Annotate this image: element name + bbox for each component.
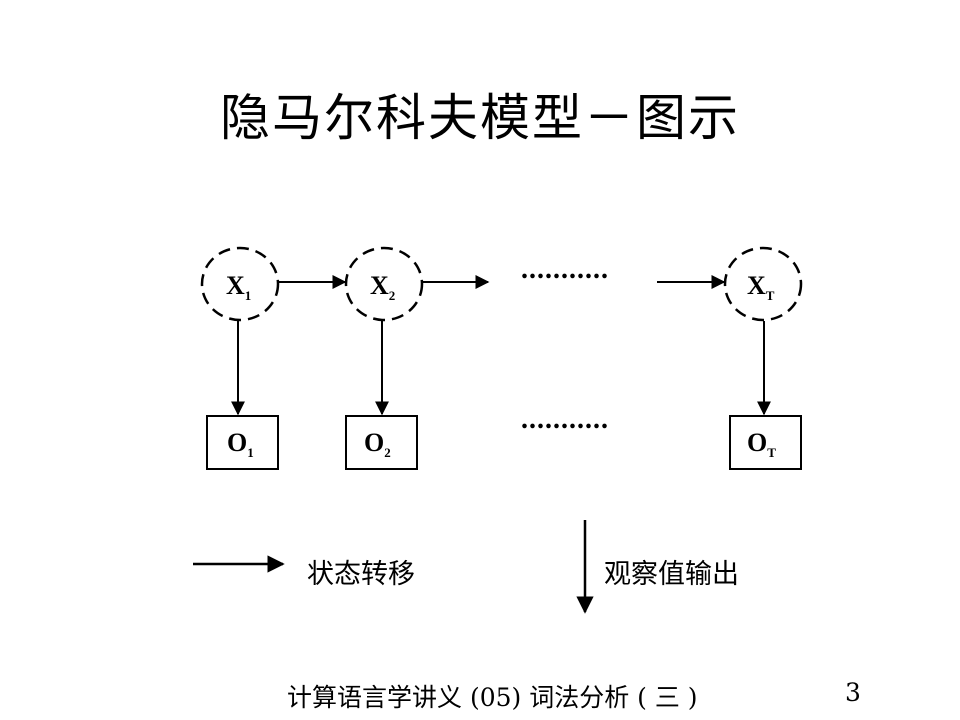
hidden-state-x2: X2 xyxy=(344,246,424,322)
svg-text:X2: X2 xyxy=(370,271,395,303)
hidden-state-xt: XT xyxy=(723,246,803,322)
observation-ot: OT xyxy=(729,415,802,470)
legend-emission-label: 观察值输出 xyxy=(604,559,739,590)
hidden-state-x1: X1 xyxy=(200,246,280,322)
svg-text:O1: O1 xyxy=(227,428,254,460)
svg-text:OT: OT xyxy=(747,428,776,460)
svg-text:XT: XT xyxy=(747,271,775,303)
observation-o1: O1 xyxy=(206,415,279,470)
footer-text: 计算语言学讲义 (05) 词法分析 ( 三 ) xyxy=(287,683,698,712)
ellipsis-top: ........... xyxy=(521,254,609,285)
svg-text:O2: O2 xyxy=(364,428,391,460)
ellipsis-bottom: ........... xyxy=(521,404,609,435)
svg-text:X1: X1 xyxy=(226,271,251,303)
observation-o2: O2 xyxy=(345,415,418,470)
page-number: 3 xyxy=(845,678,861,707)
slide-title: 隐马尔科夫模型－图示 xyxy=(220,89,740,147)
legend-transition-label: 状态转移 xyxy=(307,559,415,590)
